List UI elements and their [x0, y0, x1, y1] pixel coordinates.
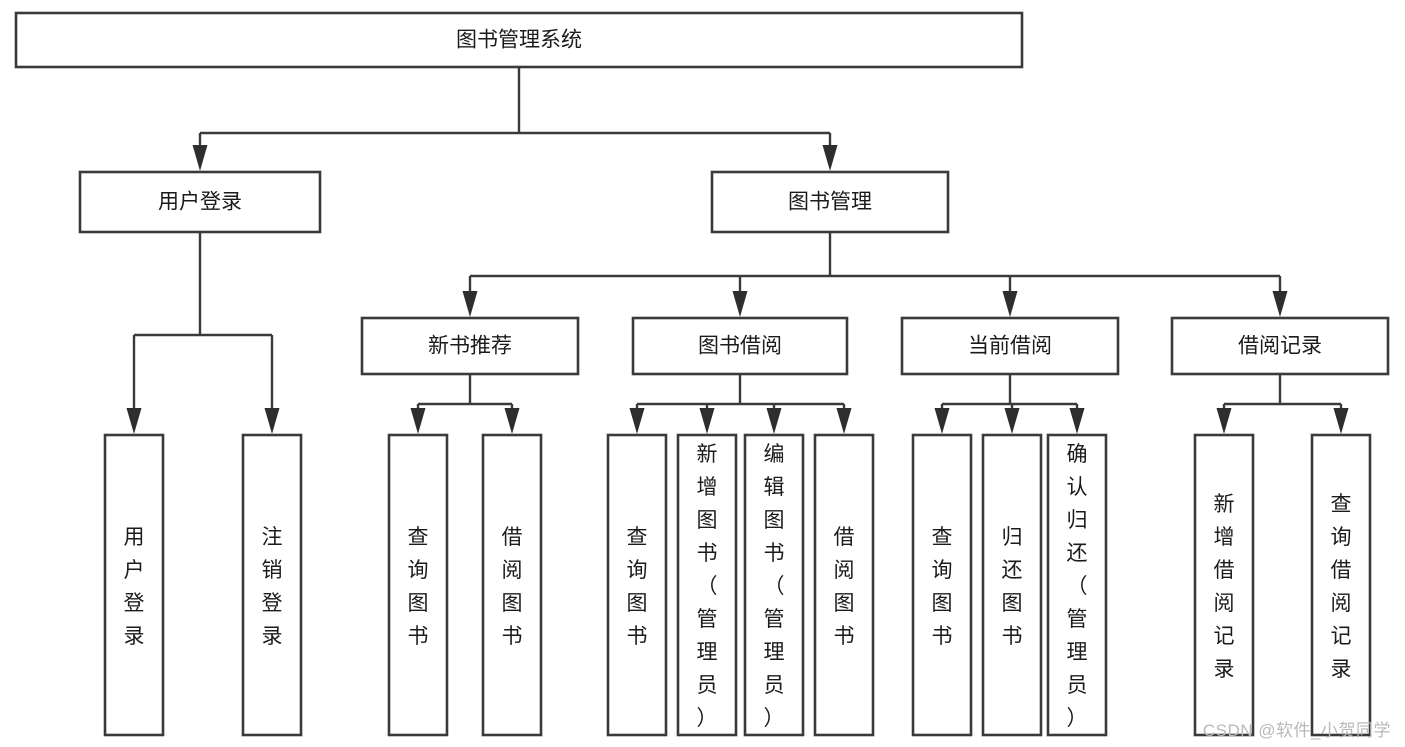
node-leaf-new-query[interactable]: 查询图书 — [387, 433, 449, 737]
node-box — [1170, 316, 1390, 376]
node-layer: 图书管理系统用户登录图书管理新书推荐图书借阅当前借阅借阅记录用户登录注销登录查询… — [14, 11, 1390, 737]
node-leaf-borrow-lend[interactable]: 借阅图书 — [813, 433, 875, 737]
node-leaf-cur-confirm[interactable]: 确认归还（管理员） — [1046, 433, 1108, 737]
node-box — [78, 170, 322, 234]
arrow-head-icon — [504, 408, 520, 434]
node-label: 查询图书 — [932, 526, 953, 648]
arrow-head-icon — [732, 291, 748, 317]
node-leaf-cur-query[interactable]: 查询图书 — [911, 433, 973, 737]
arrow-head-icon — [822, 145, 838, 171]
node-box — [103, 433, 165, 737]
node-label: 图书管理 — [788, 191, 872, 214]
arrow-head-icon — [1069, 408, 1085, 434]
arrow-head-icon — [264, 408, 280, 434]
node-box — [710, 170, 950, 234]
node-box — [911, 433, 973, 737]
node-label: 图书借阅 — [698, 335, 782, 358]
node-label: 借阅图书 — [834, 526, 855, 648]
node-leaf-borrow-edit[interactable]: 编辑图书（管理员） — [743, 433, 805, 737]
node-leaf-rec-query[interactable]: 查询借阅记录 — [1310, 433, 1372, 737]
node-leaf-user-login[interactable]: 用户登录 — [103, 433, 165, 737]
arrow-head-icon — [1272, 291, 1288, 317]
watermark-label: CSDN @软件_小贺同学 — [1202, 721, 1391, 740]
node-box — [631, 316, 849, 376]
node-label: 图书管理系统 — [456, 29, 582, 52]
arrow-head-icon — [1004, 408, 1020, 434]
node-l2-borrow[interactable]: 图书借阅 — [631, 316, 849, 376]
node-label: 确认归还（管理员） — [1067, 443, 1088, 730]
node-leaf-new-borrow[interactable]: 借阅图书 — [481, 433, 543, 737]
node-l1-user[interactable]: 用户登录 — [78, 170, 322, 234]
node-label: 当前借阅 — [968, 335, 1052, 358]
node-root[interactable]: 图书管理系统 — [14, 11, 1024, 69]
node-leaf-cur-return[interactable]: 归还图书 — [981, 433, 1043, 737]
node-l2-current[interactable]: 当前借阅 — [900, 316, 1120, 376]
node-label: 新增借阅记录 — [1214, 493, 1235, 681]
node-label: 新书推荐 — [428, 335, 512, 358]
node-box — [241, 433, 303, 737]
node-box — [813, 433, 875, 737]
node-label: 用户登录 — [124, 526, 145, 648]
arrow-head-icon — [462, 291, 478, 317]
connector-layer — [126, 67, 1349, 434]
arrow-head-icon — [836, 408, 852, 434]
arrow-head-icon — [126, 408, 142, 434]
node-box — [676, 433, 738, 737]
node-label: 查询图书 — [408, 526, 429, 648]
node-l2-record[interactable]: 借阅记录 — [1170, 316, 1390, 376]
node-label: 新增图书（管理员） — [697, 443, 718, 730]
arrow-head-icon — [629, 408, 645, 434]
node-label: 借阅图书 — [502, 526, 523, 648]
node-box — [387, 433, 449, 737]
node-box — [1310, 433, 1372, 737]
node-box — [900, 316, 1120, 376]
node-l2-newbook[interactable]: 新书推荐 — [360, 316, 580, 376]
node-label: 注销登录 — [262, 526, 283, 648]
node-leaf-borrow-add[interactable]: 新增图书（管理员） — [676, 433, 738, 737]
node-leaf-borrow-query[interactable]: 查询图书 — [606, 433, 668, 737]
node-box — [481, 433, 543, 737]
arrow-head-icon — [192, 145, 208, 171]
arrow-head-icon — [1002, 291, 1018, 317]
arrow-head-icon — [1333, 408, 1349, 434]
node-label: 用户登录 — [158, 191, 242, 214]
node-l1-book[interactable]: 图书管理 — [710, 170, 950, 234]
node-box — [606, 433, 668, 737]
arrow-head-icon — [934, 408, 950, 434]
node-box — [1193, 433, 1255, 737]
node-label: 查询借阅记录 — [1331, 493, 1352, 681]
arrow-head-icon — [699, 408, 715, 434]
node-label: 归还图书 — [1002, 526, 1023, 648]
node-leaf-rec-add[interactable]: 新增借阅记录 — [1193, 433, 1255, 737]
node-box — [14, 11, 1024, 69]
node-box — [743, 433, 805, 737]
node-label: 编辑图书（管理员） — [764, 443, 785, 730]
node-box — [360, 316, 580, 376]
arrow-head-icon — [410, 408, 426, 434]
node-label: 借阅记录 — [1238, 335, 1322, 358]
arrow-head-icon — [1216, 408, 1232, 434]
node-label: 查询图书 — [627, 526, 648, 648]
node-leaf-user-logout[interactable]: 注销登录 — [241, 433, 303, 737]
node-box — [981, 433, 1043, 737]
node-box — [1046, 433, 1108, 737]
arrow-head-icon — [766, 408, 782, 434]
